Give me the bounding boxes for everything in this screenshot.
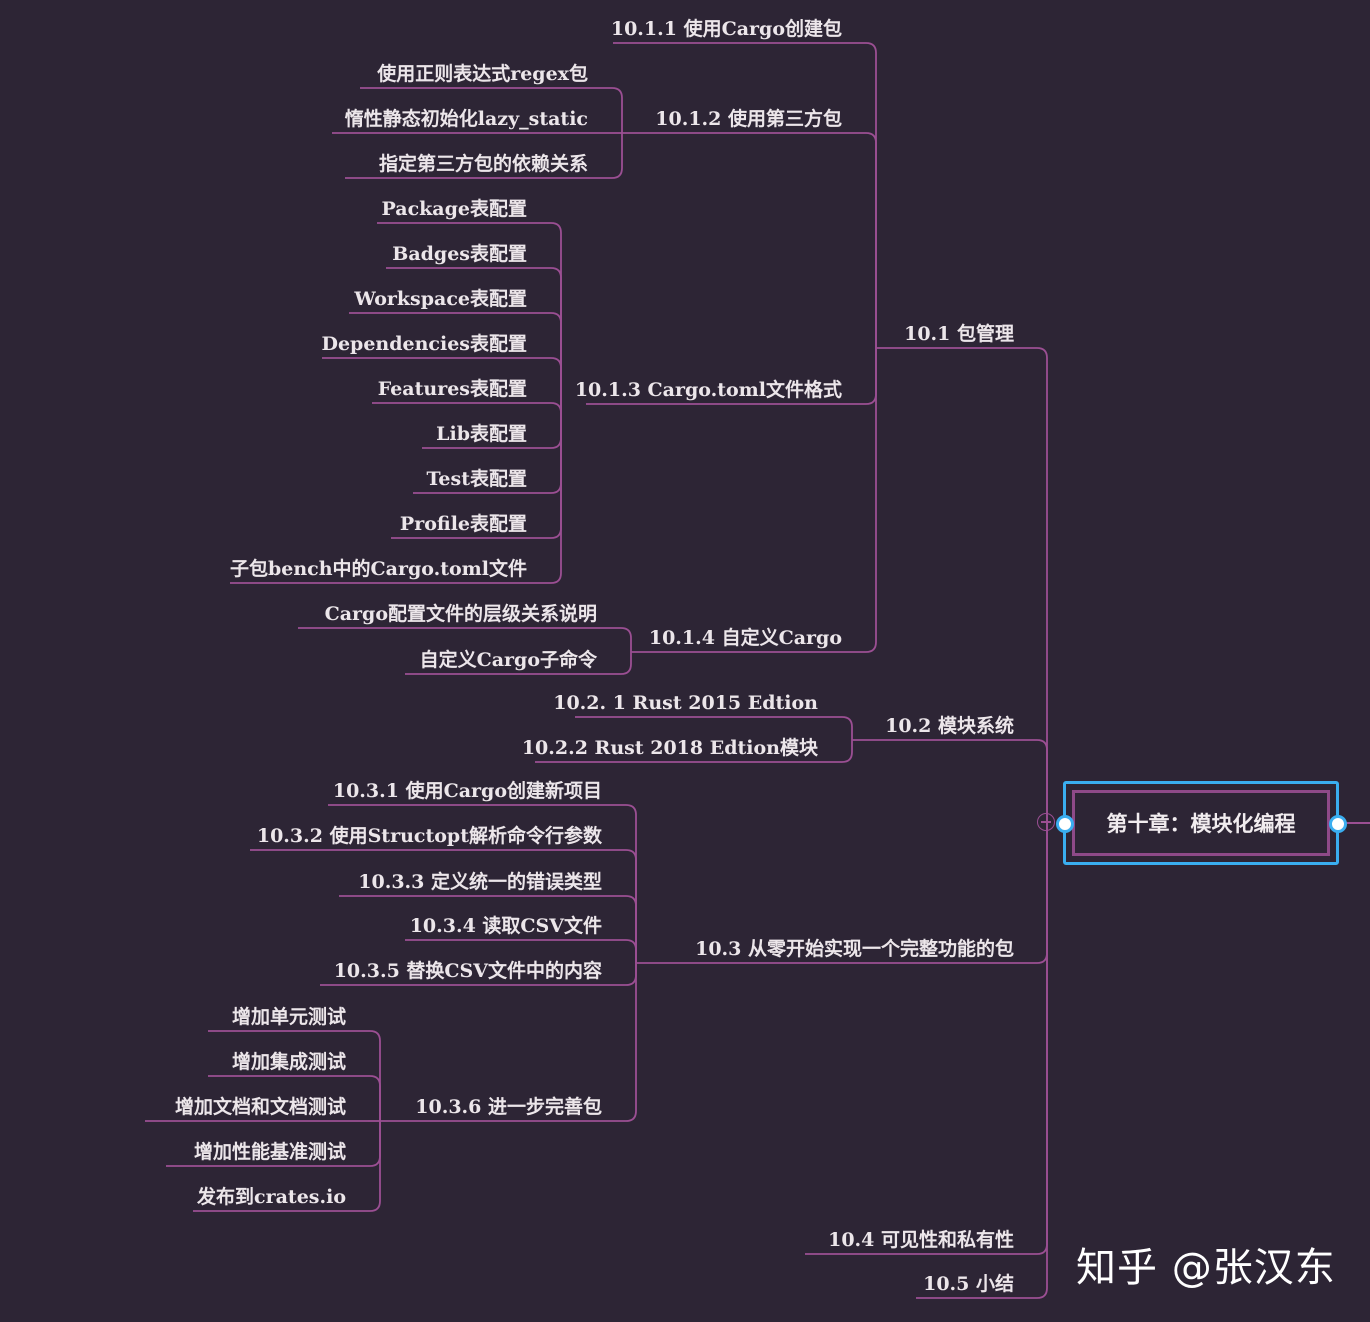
node-label-n10_1_3[interactable]: 10.1.3 Cargo.toml文件格式 [575, 378, 842, 401]
connector-n10_1_3_e [549, 402, 562, 414]
connector-n10_3_1 [624, 804, 637, 963]
connector-n10_1_3_a [549, 222, 562, 404]
node-label-n10_1_2[interactable]: 10.1.2 使用第三方包 [655, 107, 842, 130]
node-label-n10_3_6_d[interactable]: 增加性能基准测试 [194, 1140, 346, 1163]
connector-n10_2_1 [840, 716, 853, 740]
connector-n10_1_3_f [549, 404, 562, 449]
connector-lines [145, 42, 1048, 1299]
node-label-n10_3_5[interactable]: 10.3.5 替换CSV文件中的内容 [334, 959, 602, 982]
left-resize-handle-icon[interactable] [1056, 815, 1074, 833]
node-label-n10_3_6_e[interactable]: 发布到crates.io [196, 1185, 346, 1208]
node-labels: 10.1 包管理 10.1.1 使用Cargo创建包 10.1.2 使用第三方包 使用… [175, 17, 1014, 1295]
node-label-n10_1[interactable]: 10.1 包管理 [904, 322, 1014, 345]
node-label-n10_2_2[interactable]: 10.2.2 Rust 2018 Edtion模块 [522, 736, 819, 759]
node-label-n10_1_3_i[interactable]: 子包bench中的Cargo.toml文件 [230, 557, 527, 580]
connector-n10_1_2_a [610, 87, 623, 133]
connector-n10_1_4_a [619, 627, 632, 652]
node-label-n10_1_3_c[interactable]: Workspace表配置 [353, 287, 527, 310]
node-label-n10_5[interactable]: 10.5 小结 [923, 1272, 1014, 1295]
connector-n10_1_3 [864, 348, 877, 405]
connector-n10_1_3_b [549, 267, 562, 404]
node-label-n10_1_3_e[interactable]: Features表配置 [378, 377, 527, 400]
watermark: 知乎 @张汉东 [1076, 1245, 1336, 1291]
connector-n10_1_1 [864, 42, 877, 348]
node-label-n10_1_4[interactable]: 10.1.4 自定义Cargo [649, 626, 842, 649]
connector-n10_3_2 [624, 849, 637, 963]
node-label-n10_1_3_a[interactable]: Package表配置 [381, 197, 527, 220]
connector-n10_3_3 [624, 895, 637, 963]
connector-n10_5 [1035, 822, 1048, 1299]
node-label-n10_1_4_b[interactable]: 自定义Cargo子命令 [420, 648, 598, 671]
node-label-n10_3_6[interactable]: 10.3.6 进一步完善包 [415, 1095, 602, 1118]
connector-n10_1_4 [864, 348, 877, 653]
node-label-n10_1_4_a[interactable]: Cargo配置文件的层级关系说明 [325, 602, 597, 625]
connector-n10_3_6_e [368, 1121, 381, 1212]
connector-n10_1_3_c [549, 312, 562, 404]
node-label-n10_2[interactable]: 10.2 模块系统 [885, 714, 1014, 737]
node-label-n10_1_2_c[interactable]: 指定第三方包的依赖关系 [379, 152, 588, 175]
collapse-toggle-icon[interactable] [1037, 813, 1055, 831]
connector-n10_3 [1035, 822, 1048, 964]
connector-n10_1_2 [864, 132, 877, 348]
connector-n10_3_6_d [368, 1121, 381, 1167]
node-label-n10_1_3_h[interactable]: Profile表配置 [400, 512, 527, 535]
node-label-n10_4[interactable]: 10.4 可见性和私有性 [828, 1228, 1014, 1251]
node-label-n10_3_6_a[interactable]: 增加单元测试 [232, 1005, 346, 1028]
connector-n10_3_6 [624, 963, 637, 1122]
connector-n10_3_5 [624, 963, 637, 986]
connector-n10_3_6_a [368, 1030, 381, 1121]
node-label-n10_1_3_b[interactable]: Badges表配置 [392, 242, 527, 265]
node-label-n10_1_3_d[interactable]: Dependencies表配置 [321, 332, 527, 355]
node-label-n10_3_4[interactable]: 10.3.4 读取CSV文件 [410, 914, 602, 937]
connector-n10_1_3_d [549, 357, 562, 404]
root-right-connector [1345, 822, 1370, 824]
node-label-n10_1_3_g[interactable]: Test表配置 [426, 467, 527, 490]
node-label-n10_3_2[interactable]: 10.3.2 使用Structopt解析命令行参数 [257, 824, 603, 847]
connector-n10_1 [1035, 347, 1048, 822]
right-resize-handle-icon[interactable] [1329, 815, 1347, 833]
node-label-n10_3_1[interactable]: 10.3.1 使用Cargo创建新项目 [333, 779, 602, 802]
connector-n10_2_2 [840, 740, 853, 763]
connector-n10_3_4 [624, 939, 637, 963]
node-label-n10_1_2_a[interactable]: 使用正则表达式regex包 [376, 62, 588, 85]
node-label-n10_3_6_c[interactable]: 增加文档和文档测试 [175, 1095, 346, 1118]
node-label-n10_1_2_b[interactable]: 惰性静态初始化lazy_static [345, 107, 588, 130]
connector-n10_1_2_c [610, 133, 623, 179]
node-label-n10_3_3[interactable]: 10.3.3 定义统一的错误类型 [358, 870, 602, 893]
connector-n10_2 [1035, 739, 1048, 822]
connector-n10_1_3_i [549, 404, 562, 584]
node-label-n10_3[interactable]: 10.3 从零开始实现一个完整功能的包 [695, 937, 1014, 960]
connector-n10_1_4_b [619, 652, 632, 675]
node-label-n10_1_3_f[interactable]: Lib表配置 [436, 422, 527, 445]
root-node-label: 第十章：模块化编程 [1072, 790, 1330, 856]
node-label-n10_2_1[interactable]: 10.2. 1 Rust 2015 Edtion [553, 692, 818, 714]
connector-n10_3_6_b [368, 1075, 381, 1121]
root-node[interactable]: 第十章：模块化编程 [1063, 781, 1339, 865]
node-label-n10_1_1[interactable]: 10.1.1 使用Cargo创建包 [611, 17, 842, 40]
node-label-n10_3_6_b[interactable]: 增加集成测试 [232, 1050, 346, 1073]
connector-n10_4 [1035, 822, 1048, 1255]
connector-n10_1_3_h [549, 404, 562, 539]
